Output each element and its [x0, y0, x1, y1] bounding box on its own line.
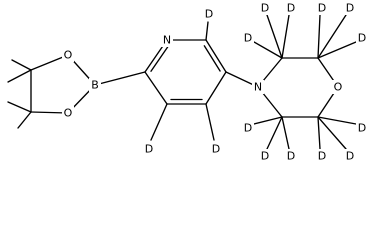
bond-pinacol-c4-o1 — [30, 54, 69, 71]
morpholine-oxygen-label-group: O — [332, 80, 344, 94]
morpholine-nitrogen-label-backdrop — [252, 80, 264, 94]
boron-atom-label: B — [91, 79, 99, 92]
pyridine-nitrogen-label-backdrop — [161, 33, 173, 47]
bond-cd-d1 — [253, 116, 283, 125]
deuterium-a2-label-backdrop — [285, 1, 297, 15]
deuterium-c3-label-group: D — [143, 142, 155, 156]
bond-b-c2 — [94, 71, 146, 86]
bond-cc-d3 — [317, 116, 347, 150]
deuterium-c1-label-group: D — [356, 121, 368, 135]
bond-ca-d2 — [281, 14, 290, 59]
pyridine-nitrogen-label: N — [163, 34, 171, 47]
deuterium-b1-label-group: D — [316, 1, 328, 15]
deuterium-b2-label-backdrop — [344, 1, 356, 15]
deuterium-c2-label-backdrop — [316, 149, 328, 163]
deuterium-d1-label-backdrop — [242, 121, 254, 135]
bond-cb-d2 — [317, 14, 347, 59]
deuterium-c4-label: D — [212, 143, 220, 156]
bond-c2-n-double — [150, 45, 170, 72]
morpholine-oxygen-label-backdrop — [332, 80, 344, 94]
bond-c6-c5 — [205, 39, 227, 73]
bond-layer — [7, 14, 357, 150]
deuterium-b1-label-backdrop — [316, 1, 328, 15]
bond-pinacol-c5-o2 — [30, 111, 69, 114]
boronate-oxygen-upper-label: O — [64, 49, 73, 62]
bond-c3-c2 — [144, 71, 168, 105]
deuterium-c3-label-backdrop — [143, 142, 155, 156]
morpholine-oxygen-label: O — [334, 81, 343, 94]
deuterium-c6-label-backdrop — [203, 7, 215, 21]
deuterium-b3-label: D — [358, 32, 366, 45]
deuterium-d3-label-group: D — [285, 149, 297, 163]
bond-c3-d — [150, 103, 168, 141]
bond-cb-d3 — [317, 41, 357, 59]
boronate-oxygen-lower-label-backdrop — [62, 106, 74, 120]
deuterium-c3-label: D — [145, 143, 153, 156]
deuterium-c6-label-group: D — [203, 7, 215, 21]
bond-ca-d3 — [253, 41, 283, 59]
deuterium-c1-label: D — [358, 122, 366, 135]
pyridine-nitrogen-label-group: N — [161, 33, 173, 47]
deuterium-a3-label-backdrop — [242, 31, 254, 45]
bond-cc-d2 — [317, 116, 321, 150]
bond-c6-c5-double — [203, 45, 221, 72]
morpholine-nitrogen-label-group: N — [252, 80, 264, 94]
boronate-oxygen-upper-label-backdrop — [62, 48, 74, 62]
deuterium-b2-label: D — [346, 2, 354, 15]
deuterium-a1-label: D — [261, 2, 269, 15]
bond-cc-d1 — [317, 116, 357, 125]
bond-c5-c4 — [205, 71, 227, 105]
deuterium-d3-label-backdrop — [285, 149, 297, 163]
bond-cd-d3 — [281, 116, 290, 150]
bond-cd-d2 — [266, 116, 283, 150]
atom-label-layer: N B O O N O D D D D D D D D D D D D D D D — [62, 1, 368, 163]
morpholine-nitrogen-label: N — [254, 81, 262, 94]
boronate-oxygen-lower-label-group: O — [62, 106, 74, 120]
bond-methyl-4a — [11, 59, 32, 71]
boron-atom-label-backdrop — [89, 78, 101, 92]
deuterium-c3b-label-group: D — [344, 149, 356, 163]
bond-c4-d — [205, 103, 215, 141]
deuterium-b1-label: D — [318, 2, 326, 15]
deuterium-a1-label-group: D — [259, 1, 271, 15]
bond-ca-d1 — [266, 14, 283, 59]
boronate-oxygen-lower-label: O — [64, 107, 73, 120]
deuterium-a2-label: D — [287, 2, 295, 15]
deuterium-b3-label-backdrop — [356, 31, 368, 45]
deuterium-c3b-label-backdrop — [344, 149, 356, 163]
deuterium-c2-label: D — [318, 150, 326, 163]
deuterium-c2-label-group: D — [316, 149, 328, 163]
deuterium-a1-label-backdrop — [259, 1, 271, 15]
deuterium-c1-label-backdrop — [356, 121, 368, 135]
deuterium-c3b-label: D — [346, 150, 354, 163]
bond-cb-d1 — [317, 14, 321, 59]
deuterium-a3-label-group: D — [242, 31, 254, 45]
bond-methyl-5a — [7, 101, 32, 113]
deuterium-d3-label: D — [287, 150, 295, 163]
deuterium-d1-label: D — [244, 122, 252, 135]
bond-methyl-5b — [17, 111, 32, 129]
deuterium-d2-label-group: D — [259, 149, 271, 163]
deuterium-a3-label: D — [244, 32, 252, 45]
bond-c6-d — [205, 21, 209, 41]
deuterium-c4-label-group: D — [210, 142, 222, 156]
deuterium-d1-label-group: D — [242, 121, 254, 135]
deuterium-b2-label-group: D — [344, 1, 356, 15]
bond-methyl-4b — [7, 69, 32, 83]
deuterium-b3-label-group: D — [356, 31, 368, 45]
deuterium-c6-label: D — [205, 8, 213, 21]
deuterium-d2-label: D — [261, 150, 269, 163]
boron-atom-label-group: B — [89, 78, 101, 92]
boronate-oxygen-upper-label-group: O — [62, 48, 74, 62]
deuterium-c4-label-backdrop — [210, 142, 222, 156]
deuterium-a2-label-group: D — [285, 1, 297, 15]
deuterium-d2-label-backdrop — [259, 149, 271, 163]
structure-diagram: N B O O N O D D D D D D D D D D D D D D D — [7, 1, 368, 163]
